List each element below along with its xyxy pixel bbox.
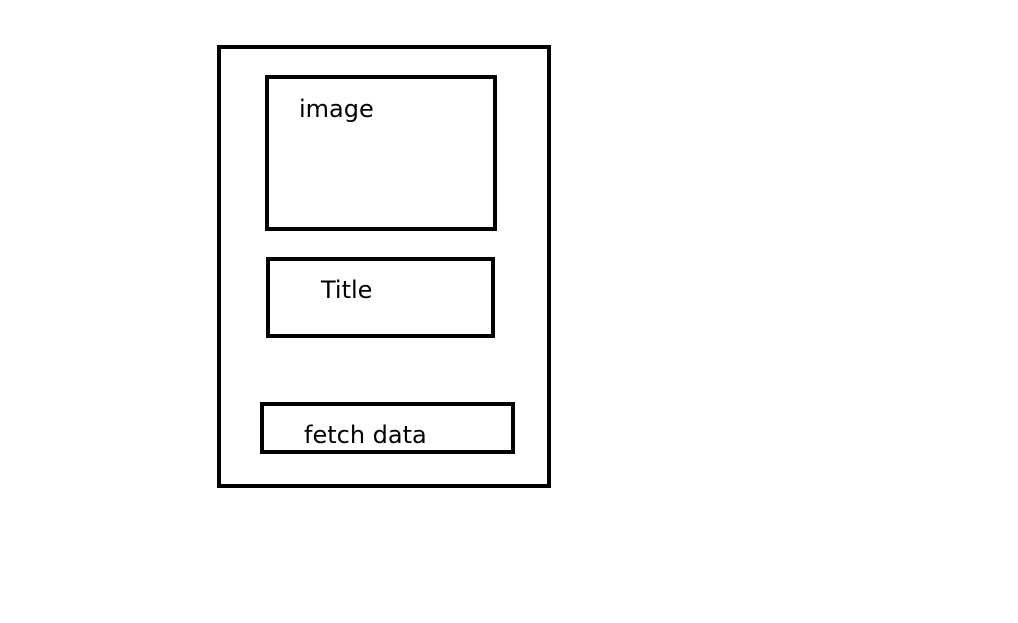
image-placeholder [265, 75, 497, 231]
title-box [266, 257, 495, 338]
fetch-data-button-label: fetch data [304, 421, 427, 449]
fetch-data-button[interactable] [260, 402, 515, 454]
image-placeholder-label: image [299, 95, 374, 123]
title-label: Title [321, 276, 373, 304]
